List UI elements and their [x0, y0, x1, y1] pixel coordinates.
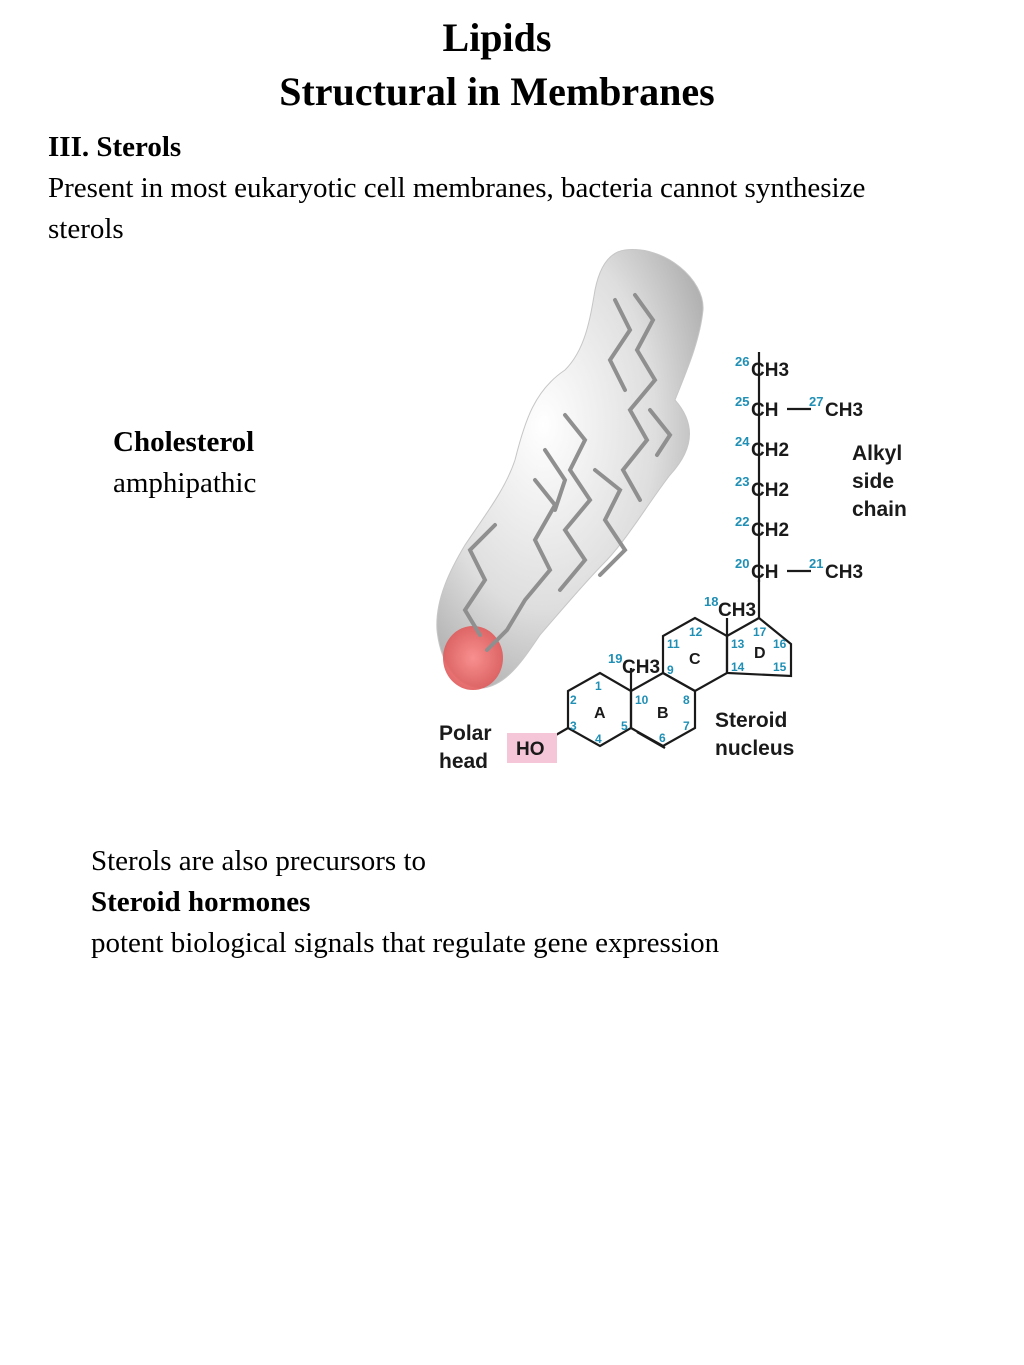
- ring-number: 17: [753, 625, 767, 639]
- ring-letter: C: [689, 651, 701, 668]
- carbon-19-group: CH3: [622, 657, 660, 678]
- ring-number: 3: [570, 719, 577, 733]
- carbon-24-group: CH2: [751, 440, 789, 461]
- ring-number: 14: [731, 660, 745, 674]
- ring-letters: A B C D: [594, 645, 766, 722]
- section-intro: Present in most eukaryotic cell membrane…: [48, 172, 866, 245]
- ring-number: 4: [595, 732, 602, 746]
- steroid-label-line: Steroid: [715, 709, 787, 732]
- carbon-23-group: CH2: [751, 480, 789, 501]
- page-title-line2: Structural in Membranes: [279, 69, 715, 114]
- steroid-label-line: nucleus: [715, 737, 794, 760]
- ring-number: 16: [773, 637, 787, 651]
- carbon-25-group: CH: [751, 400, 778, 421]
- oxygen-atom-highlight: [443, 626, 503, 690]
- carbon-22-number: 22: [735, 514, 749, 529]
- cholesterol-label: Cholesterol: [113, 426, 255, 458]
- ring-letter: A: [594, 705, 606, 722]
- carbon-27-group: CH3: [825, 400, 863, 421]
- carbon-20-number: 20: [735, 556, 749, 571]
- carbon-18-group: CH3: [718, 600, 756, 621]
- carbon-22-group: CH2: [751, 520, 789, 541]
- ring-number: 10: [635, 693, 649, 707]
- carbon-21-number: 21: [809, 556, 823, 571]
- carbon-19-number: 19: [608, 651, 622, 666]
- carbon-27-number: 27: [809, 394, 823, 409]
- cholesterol-figure: 26 CH3 25 CH 27 CH3 24 CH2 23 CH2 22 CH2…: [436, 249, 907, 773]
- stick-bonds: [462, 293, 673, 652]
- ring-numbers: 1 2 3 4 5 6 7 8 9 10 11 12 13 14 15 16 1…: [570, 625, 787, 746]
- ring-letter: B: [657, 705, 669, 722]
- hydroxyl-highlight: [507, 733, 557, 763]
- carbon-21-group: CH3: [825, 562, 863, 583]
- carbon-18-number: 18: [704, 594, 718, 609]
- ring-letter: D: [754, 645, 766, 662]
- ring-number: 1: [595, 679, 602, 693]
- molecular-surface-model: [436, 249, 704, 690]
- ring-number: 7: [683, 719, 690, 733]
- footer-line3: potent biological signals that regulate …: [91, 927, 720, 959]
- ring-number: 8: [683, 693, 690, 707]
- footer-line2: Steroid hormones: [91, 886, 311, 918]
- ring-number: 5: [621, 719, 628, 733]
- cholesterol-description: amphipathic: [113, 467, 257, 499]
- carbon-25-number: 25: [735, 394, 749, 409]
- ring-number: 12: [689, 625, 703, 639]
- carbon-26-number: 26: [735, 354, 749, 369]
- hydroxyl-group: HO: [516, 739, 545, 760]
- page-title-line1: Lipids: [442, 15, 552, 60]
- carbon-23-number: 23: [735, 474, 749, 489]
- ring-number: 2: [570, 693, 577, 707]
- ring-number: 6: [659, 731, 666, 745]
- polar-label-line: Polar: [439, 722, 492, 745]
- footer-line1: Sterols are also precursors to: [91, 845, 427, 877]
- carbon-26-group: CH3: [751, 360, 789, 381]
- carbon-20-group: CH: [751, 562, 778, 583]
- alkyl-label-line: side: [852, 470, 894, 493]
- ring-d: [725, 616, 793, 678]
- carbon-24-number: 24: [735, 434, 750, 449]
- polar-head-label: Polar head: [439, 722, 492, 773]
- polar-label-line: head: [439, 750, 488, 773]
- steroid-nucleus-label: Steroid nucleus: [715, 709, 794, 760]
- alkyl-label-line: chain: [852, 498, 907, 521]
- ring-number: 9: [667, 663, 674, 677]
- ring-number: 13: [731, 637, 745, 651]
- ring-number: 11: [667, 637, 680, 651]
- section-heading: III. Sterols: [48, 131, 182, 163]
- alkyl-label-line: Alkyl: [852, 442, 902, 465]
- ring-number: 15: [773, 660, 787, 674]
- alkyl-side-chain-label: Alkyl side chain: [852, 442, 907, 521]
